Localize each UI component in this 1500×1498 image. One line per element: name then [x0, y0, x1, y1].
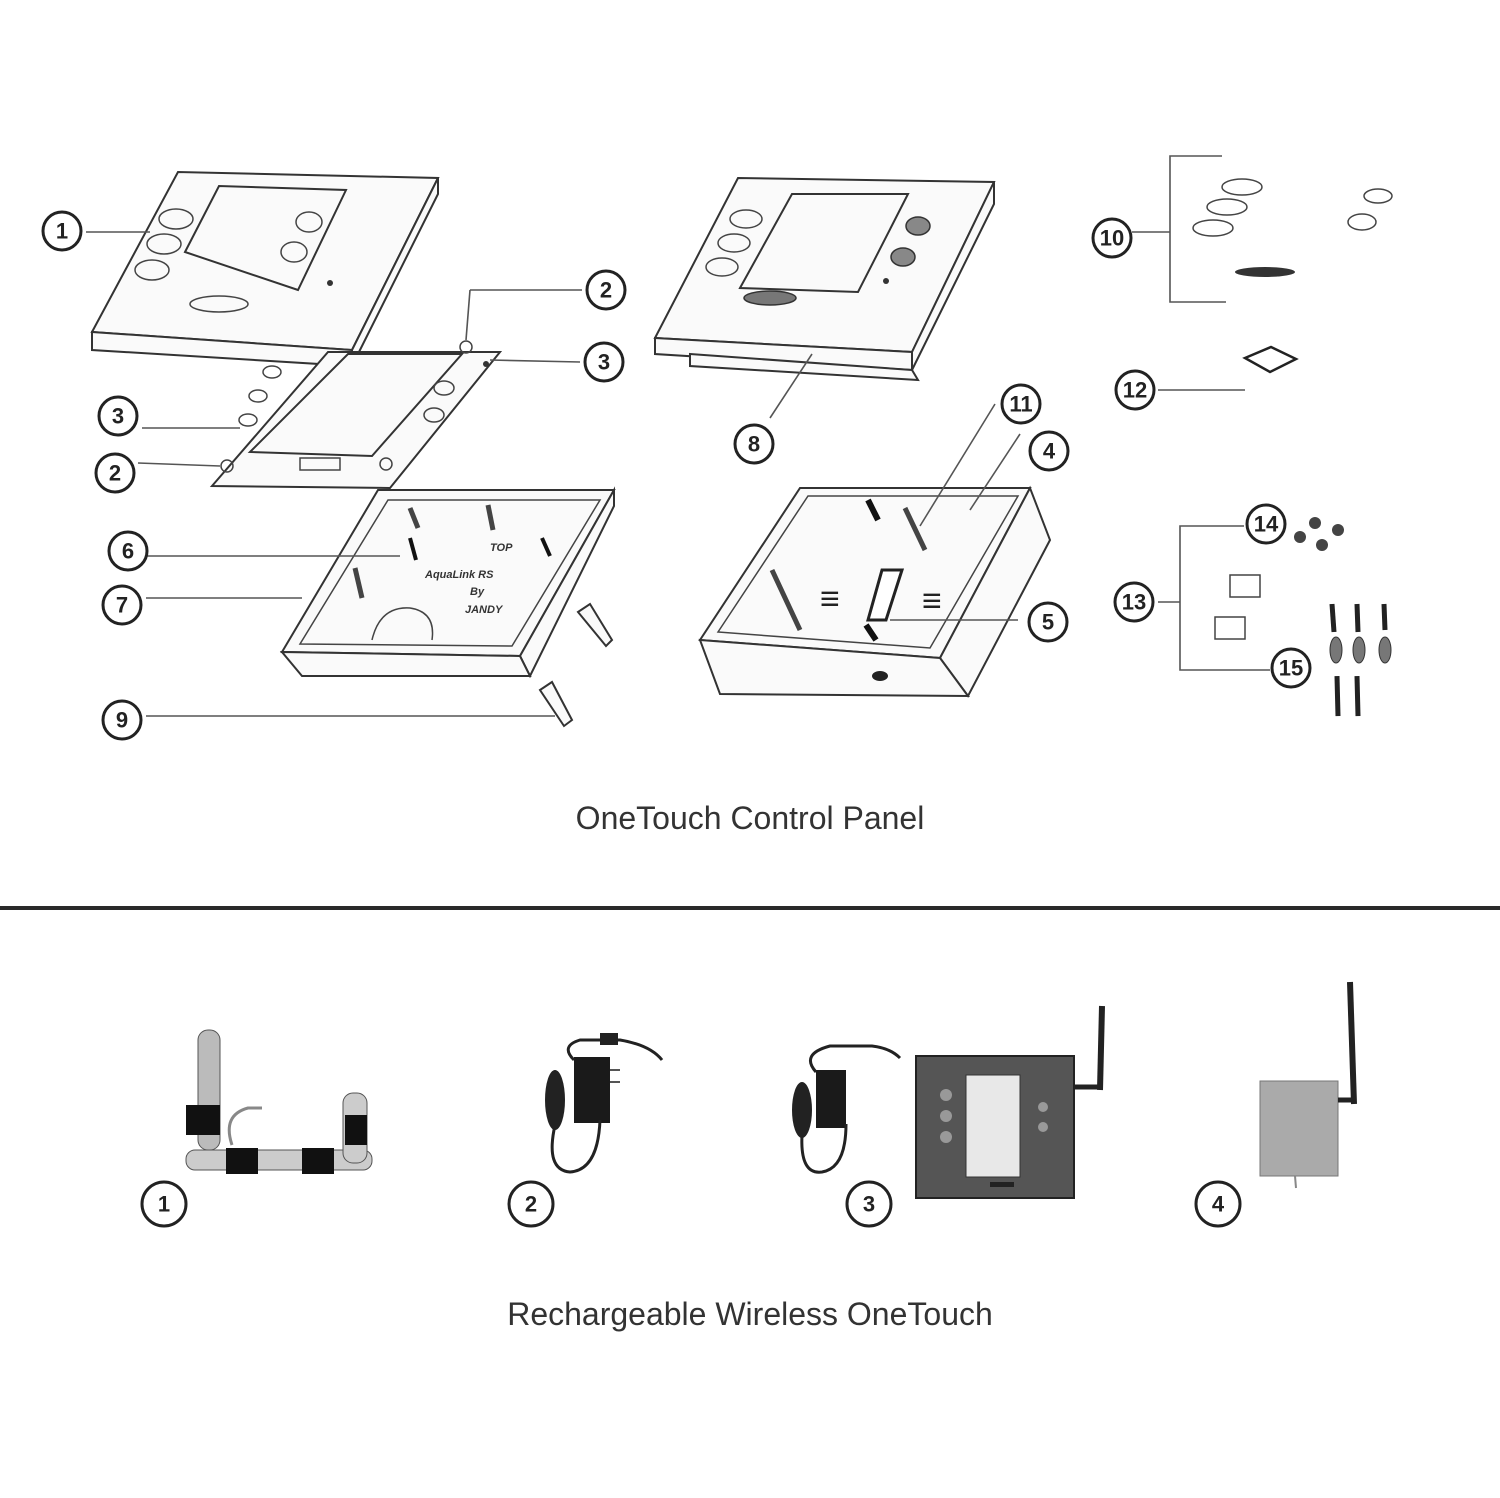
- svg-text:7: 7: [116, 593, 128, 618]
- callout-top-12: 12: [1114, 369, 1156, 411]
- svg-text:12: 12: [1123, 378, 1147, 403]
- callout-top-2a: 2: [585, 269, 627, 311]
- section-title-wireless: Rechargeable Wireless OneTouch: [507, 1296, 993, 1332]
- board-label-maker: JANDY: [465, 604, 504, 616]
- svg-text:1: 1: [56, 219, 68, 244]
- svg-text:≡: ≡: [820, 580, 840, 618]
- callout-bottom-3: 3: [845, 1180, 893, 1228]
- battery-pack-item: [185, 1029, 373, 1174]
- svg-text:≡: ≡: [922, 582, 942, 620]
- svg-text:8: 8: [748, 432, 760, 457]
- svg-text:14: 14: [1254, 512, 1279, 537]
- back-box-part: TOP AquaLink RS By JANDY: [279, 486, 616, 679]
- callout-top-7: 7: [101, 584, 143, 626]
- svg-text:4: 4: [1043, 439, 1056, 464]
- callout-top-1: 1: [41, 210, 83, 252]
- board-label-brand: AquaLink RS: [424, 569, 494, 581]
- callout-top-11: 11: [1000, 383, 1042, 425]
- callout-top-5: 5: [1027, 601, 1069, 643]
- svg-text:5: 5: [1042, 610, 1054, 635]
- svg-text:2: 2: [525, 1192, 537, 1217]
- svg-text:3: 3: [863, 1192, 875, 1217]
- callout-top-4: 4: [1028, 430, 1070, 472]
- callout-top-2b: 2: [94, 452, 136, 494]
- wired-back-box-part: ≡ ≡: [698, 485, 1052, 698]
- callout-bottom-1: 1: [140, 1180, 188, 1228]
- assembled-unit-part: [653, 176, 996, 382]
- callout-bottom-4: 4: [1194, 1180, 1242, 1228]
- svg-text:2: 2: [600, 278, 612, 303]
- callout-top-15: 15: [1270, 647, 1312, 689]
- svg-text:4: 4: [1212, 1192, 1225, 1217]
- svg-text:9: 9: [116, 708, 128, 733]
- svg-text:3: 3: [112, 404, 124, 429]
- wireless-panel-item: [792, 1005, 1105, 1199]
- button-kit-part: [1169, 155, 1393, 303]
- section-divider: [0, 906, 1500, 910]
- callout-top-9: 9: [101, 699, 143, 741]
- callout-top-3a: 3: [583, 341, 625, 383]
- svg-text:1: 1: [158, 1192, 170, 1217]
- svg-text:13: 13: [1122, 590, 1146, 615]
- board-label-top: TOP: [490, 542, 513, 554]
- callout-top-14: 14: [1245, 503, 1287, 545]
- callout-top-6: 6: [107, 530, 149, 572]
- charger-item: [545, 1033, 664, 1174]
- svg-text:6: 6: [122, 539, 134, 564]
- callout-top-10: 10: [1091, 217, 1133, 259]
- callout-top-3b: 3: [97, 395, 139, 437]
- screws: [1329, 603, 1392, 717]
- board-label-by: By: [470, 586, 485, 598]
- circuit-board-part: [209, 340, 503, 490]
- svg-text:10: 10: [1100, 226, 1124, 251]
- wall-anchors-part: [538, 602, 614, 728]
- hardware-kit-part: [1179, 517, 1392, 717]
- svg-text:3: 3: [598, 350, 610, 375]
- svg-text:11: 11: [1009, 392, 1032, 417]
- section-title-control-panel: OneTouch Control Panel: [575, 800, 925, 836]
- front-bezel-part: [90, 170, 440, 368]
- svg-text:2: 2: [109, 461, 121, 486]
- callout-top-8: 8: [733, 423, 775, 465]
- callout-bottom-2: 2: [507, 1180, 555, 1228]
- base-station-item: [1259, 981, 1357, 1189]
- svg-text:15: 15: [1279, 656, 1303, 681]
- lens-part: [1242, 345, 1299, 374]
- callout-top-13: 13: [1113, 581, 1155, 623]
